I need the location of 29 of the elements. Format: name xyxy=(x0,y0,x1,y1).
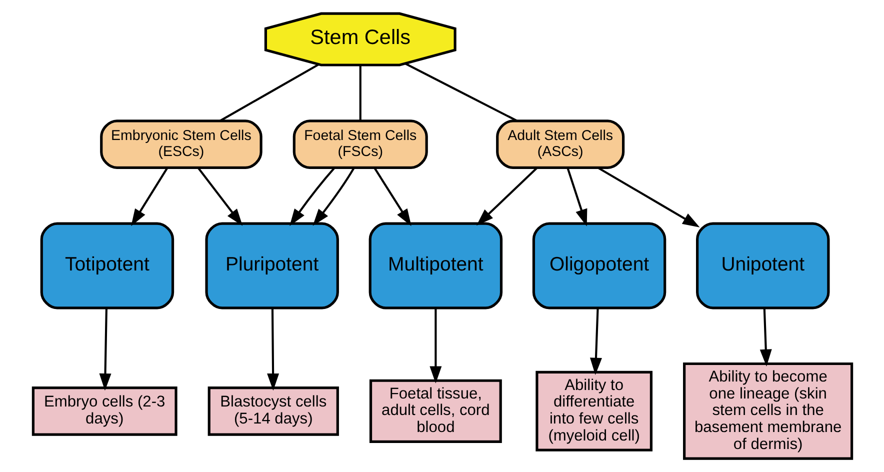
node-box: Multipotent xyxy=(368,222,502,310)
node-box: Ability to differentiate into few cells (myeloid cell) xyxy=(535,370,652,452)
node-box: Pluripotent xyxy=(204,222,338,310)
arrow xyxy=(196,167,242,226)
arrow xyxy=(476,167,538,226)
connector xyxy=(404,62,517,122)
arrow xyxy=(589,308,602,375)
arrow xyxy=(266,308,279,391)
node-box: Foetal tissue, adult cells, cord blood xyxy=(368,379,502,443)
node-box: Embryonic Stem Cells (ESCs) xyxy=(100,120,262,169)
node-box: Adult Stem Cells (ASCs) xyxy=(496,120,624,169)
node-box: Blastocyst cells (5-14 days) xyxy=(207,386,338,436)
node-box: Totipotent xyxy=(40,222,174,310)
arrow xyxy=(289,167,335,226)
arrow xyxy=(429,308,442,384)
node-box: Embryo cells (2-3 days) xyxy=(31,386,177,436)
arrow xyxy=(312,167,354,226)
node-box: Oligopotent xyxy=(532,222,666,310)
connector xyxy=(358,65,361,121)
arrow xyxy=(98,308,111,391)
connector xyxy=(218,64,318,122)
arrow xyxy=(759,308,772,367)
node-box: Unipotent xyxy=(696,222,830,310)
node-box: Ability to become one lineage (skin stem cells in the basement membrane of dermis) xyxy=(682,362,853,460)
arrow xyxy=(373,167,411,226)
arrow xyxy=(597,167,700,228)
node-box: Foetal Stem Cells (FSCs) xyxy=(292,120,428,169)
arrow xyxy=(130,167,168,226)
arrow xyxy=(566,168,587,226)
